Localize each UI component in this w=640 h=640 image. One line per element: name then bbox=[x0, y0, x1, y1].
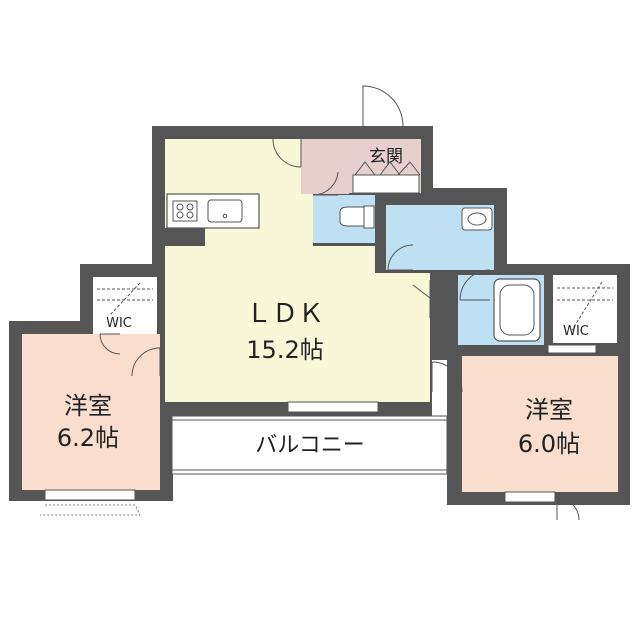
door-wic-left bbox=[99, 333, 121, 355]
bedroom-right-label: 洋室 bbox=[525, 396, 573, 424]
bedroom-left-label: 洋室 bbox=[64, 392, 112, 420]
windows bbox=[44, 344, 597, 503]
burner-icon bbox=[176, 211, 184, 219]
wall-kitchen-stub bbox=[165, 228, 205, 246]
burner-icon bbox=[186, 203, 194, 211]
wic-right-label: WIC bbox=[563, 324, 589, 339]
door-bath bbox=[459, 269, 491, 301]
wic-left-floor bbox=[93, 277, 157, 334]
window-bath bbox=[547, 344, 597, 354]
entrance-label: 玄関 bbox=[369, 147, 403, 167]
bathtub-inner-icon bbox=[499, 284, 535, 336]
sink-icon bbox=[207, 199, 243, 223]
bedroom-left-area: 6.2帖 bbox=[57, 424, 119, 452]
door-ldk-hall bbox=[272, 138, 302, 168]
ldk-label: ＬＤＫ bbox=[246, 299, 324, 329]
kitchen-counter bbox=[166, 193, 260, 229]
bedroom-right-floor bbox=[462, 356, 618, 492]
wic-left-shelf bbox=[97, 282, 153, 316]
door-bedroom-right bbox=[431, 361, 463, 393]
door-bedroom-left bbox=[131, 347, 161, 377]
burner-icon bbox=[186, 211, 194, 219]
toilet-tank-icon bbox=[363, 205, 375, 229]
door-washroom bbox=[387, 244, 414, 271]
window-bedroom-right bbox=[504, 491, 556, 503]
door-storage-ldk bbox=[412, 280, 431, 318]
bedroom-right-area: 6.0帖 bbox=[518, 430, 580, 458]
doors bbox=[99, 85, 580, 521]
door-entrance bbox=[362, 85, 404, 127]
window-ldk-balcony bbox=[287, 401, 379, 413]
stove-icon bbox=[172, 200, 198, 222]
shoe-box bbox=[354, 161, 421, 176]
basin-bowl-icon bbox=[467, 212, 487, 226]
balcony-label: バルコニー bbox=[255, 433, 365, 458]
wic-right-shelf bbox=[557, 281, 613, 331]
faucet-icon bbox=[222, 213, 228, 219]
ldk-area: 15.2帖 bbox=[246, 336, 323, 364]
wic-left-label: WIC bbox=[106, 316, 132, 331]
window-bedroom-left bbox=[44, 489, 136, 501]
entrance-hall-floor bbox=[301, 139, 349, 194]
burner-icon bbox=[176, 203, 184, 211]
toilet-icon bbox=[339, 206, 367, 227]
window-sash-line bbox=[40, 504, 141, 516]
wash-basin-icon bbox=[461, 207, 493, 231]
door-bedroom-right-ext bbox=[556, 497, 580, 521]
door-toilet bbox=[312, 171, 339, 196]
balcony-floor bbox=[171, 415, 448, 475]
genkan-step bbox=[352, 174, 420, 194]
